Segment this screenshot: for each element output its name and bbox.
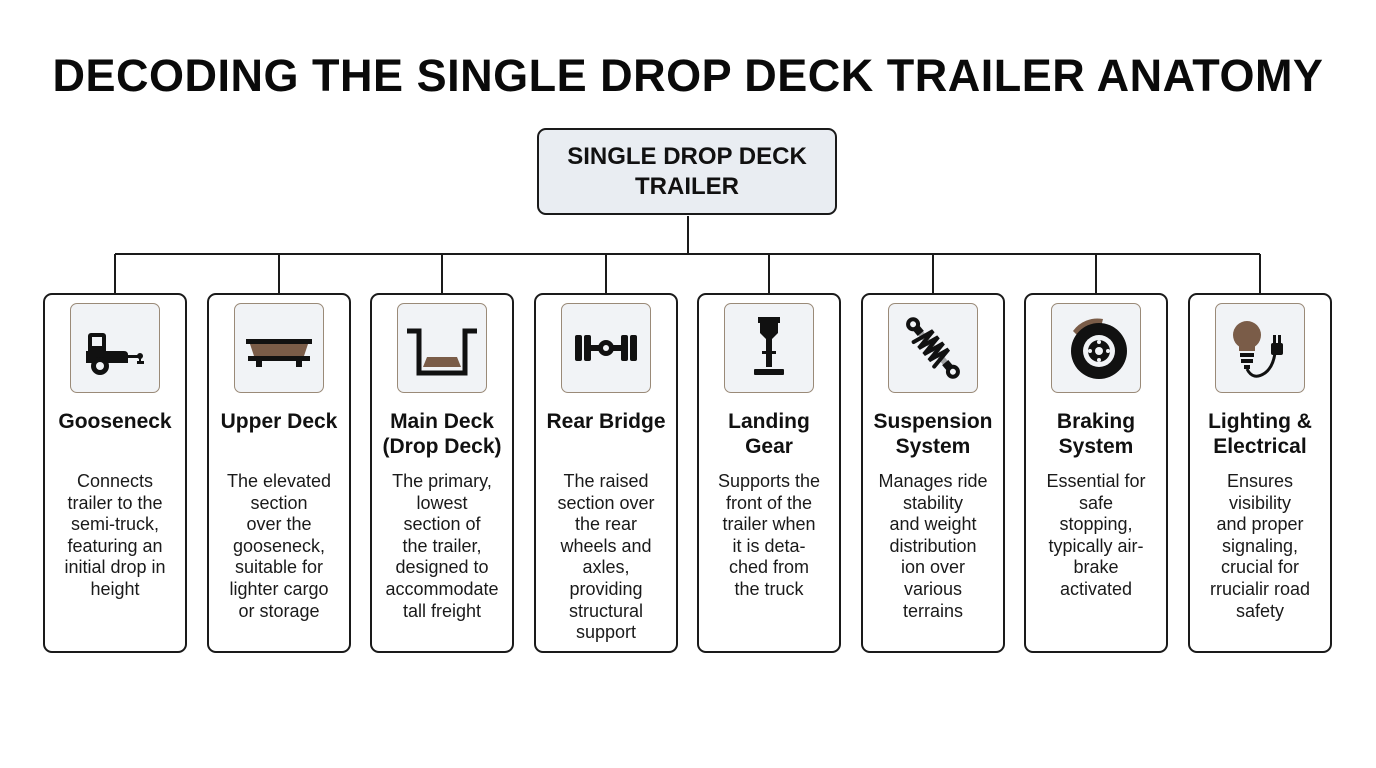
card-title: Braking System	[1056, 410, 1136, 458]
component-card-braking-system: Braking System Essential for safe stoppi…	[1024, 293, 1168, 653]
landing-gear-icon	[724, 303, 814, 393]
card-description: The elevated section over the gooseneck,…	[226, 471, 332, 621]
gooseneck-truck-icon	[70, 303, 160, 393]
root-node: SINGLE DROP DECK TRAILER	[537, 128, 837, 215]
card-description: Ensures visibility and proper signaling,…	[1209, 471, 1311, 621]
component-card-gooseneck: Gooseneck Connects trailer to the semi-t…	[43, 293, 187, 653]
axle-icon	[561, 303, 651, 393]
component-card-upper-deck: Upper Deck The elevated section over the…	[207, 293, 351, 653]
upper-deck-icon	[234, 303, 324, 393]
card-title: Lighting & Electrical	[1208, 410, 1312, 458]
component-card-suspension-system: Suspension System Manages ride stability…	[861, 293, 1005, 653]
card-description: Connects trailer to the semi-truck, feat…	[64, 471, 166, 599]
main-deck-icon	[397, 303, 487, 393]
card-description: Manages ride stability and weight distri…	[878, 471, 988, 621]
card-description: The primary, lowest section of the trail…	[385, 471, 499, 621]
card-title: Suspension System	[873, 410, 993, 458]
root-label: SINGLE DROP DECK TRAILER	[567, 142, 807, 200]
brake-disc-icon	[1051, 303, 1141, 393]
lightbulb-plug-icon	[1215, 303, 1305, 393]
page-title: DECODING THE SINGLE DROP DECK TRAILER AN…	[52, 50, 1324, 101]
component-card-main-deck: Main Deck (Drop Deck) The primary, lowes…	[370, 293, 514, 653]
component-card-landing-gear: Landing Gear Supports the front of the t…	[697, 293, 841, 653]
card-title: Landing Gear	[728, 410, 810, 458]
component-card-lighting-electrical: Lighting & Electrical Ensures visibility…	[1188, 293, 1332, 653]
card-description: Supports the front of the trailer when i…	[717, 471, 821, 599]
card-description: Essential for safe stopping, typically a…	[1046, 471, 1146, 599]
card-title: Upper Deck	[220, 410, 338, 433]
card-title: Gooseneck	[58, 410, 172, 433]
card-description: The raised section over the rear wheels …	[557, 471, 655, 643]
card-title: Main Deck (Drop Deck)	[382, 410, 502, 458]
component-card-rear-bridge: Rear Bridge The raised section over the …	[534, 293, 678, 653]
coil-spring-icon	[888, 303, 978, 393]
card-title: Rear Bridge	[546, 410, 666, 433]
